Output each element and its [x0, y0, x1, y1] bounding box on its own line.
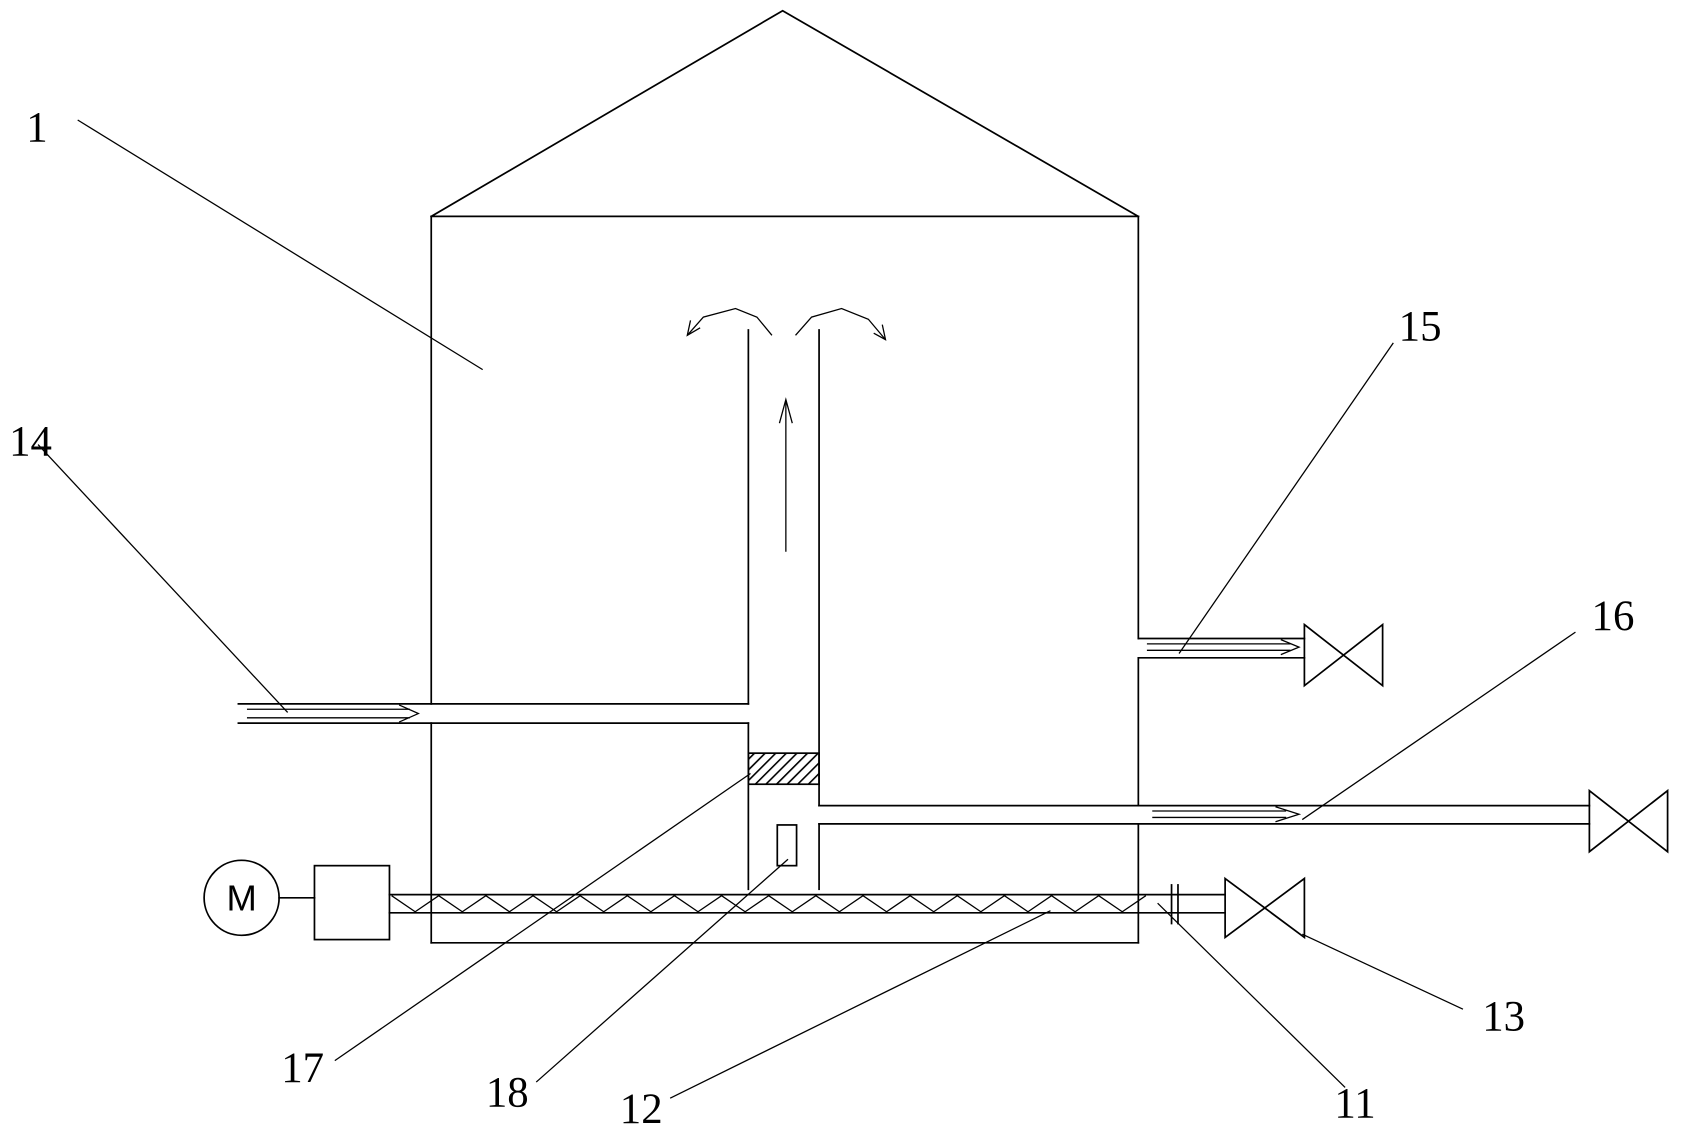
filter-block: [747, 752, 820, 786]
outlet-pipe-lower: [818, 804, 1591, 825]
label-discharge-valve: 13: [1482, 994, 1525, 1041]
discharge-arrow-left: [686, 307, 773, 337]
upflow-arrow: [778, 397, 793, 552]
screw-conveyor: [388, 893, 1226, 914]
label-sensor: 18: [486, 1070, 529, 1117]
silo-body: [430, 215, 1140, 944]
valve-icon: [1224, 876, 1306, 940]
discharge-arrow-right: [795, 307, 887, 341]
gearbox: [313, 864, 391, 941]
sensor: [776, 824, 798, 867]
label-outlet-pipe-lower: 16: [1592, 593, 1635, 640]
label-filter-block: 17: [281, 1045, 324, 1092]
label-inlet-pipe: 14: [9, 418, 52, 465]
outlet-pipe-upper: [1137, 637, 1306, 659]
leader-lines: [37, 119, 1576, 1099]
silo-roof: [430, 9, 1140, 218]
valve-icon: [1303, 622, 1384, 688]
inlet-pipe: [237, 329, 750, 891]
label-silo: 1: [26, 104, 47, 151]
label-screw-conveyor: 12: [620, 1086, 663, 1133]
label-flange: 11: [1334, 1080, 1375, 1127]
motor-label: M: [226, 878, 256, 919]
label-outlet-pipe-upper: 15: [1399, 304, 1442, 351]
valve-icon: [1588, 788, 1669, 854]
motor: M: [203, 859, 280, 937]
